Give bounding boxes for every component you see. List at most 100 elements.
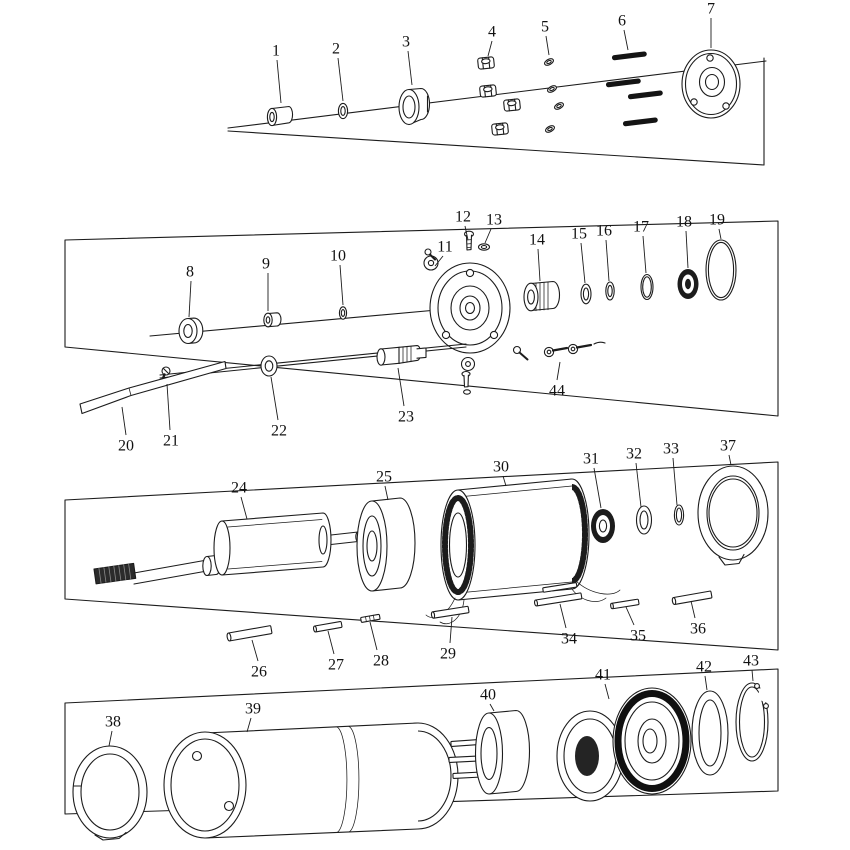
part-label-25: 25 <box>376 469 392 486</box>
section-boundary <box>64 461 779 651</box>
part-26-pin <box>226 625 273 642</box>
leader-line-10 <box>339 264 344 306</box>
part-label-32: 32 <box>626 446 642 463</box>
leader-line-12 <box>464 225 469 241</box>
part-label-41: 41 <box>595 667 611 684</box>
part-label-14: 14 <box>529 232 545 249</box>
leader-line-17 <box>642 235 647 274</box>
leader-line-13 <box>484 228 492 244</box>
section-boundary <box>64 220 779 417</box>
part-6-studs <box>605 50 664 128</box>
part-label-11: 11 <box>437 239 452 256</box>
part-label-19: 19 <box>709 212 725 229</box>
part-label-4: 4 <box>488 24 496 41</box>
leader-line-6 <box>623 29 629 51</box>
leader-line-32 <box>635 462 642 508</box>
leader-line-2 <box>337 57 344 102</box>
leader-line-34 <box>559 603 567 629</box>
leader-line-44 <box>556 361 561 381</box>
part-31-bearing <box>591 509 615 543</box>
leader-line-18 <box>685 230 689 269</box>
leader-line-37 <box>728 454 732 466</box>
section-boundary <box>227 130 765 166</box>
fastener-detail <box>424 248 529 395</box>
part-18-bearing <box>677 269 699 299</box>
part-label-8: 8 <box>186 264 194 281</box>
part-35-pin <box>610 598 640 610</box>
leader-line-5 <box>545 35 550 56</box>
part-24-rotor <box>93 512 361 585</box>
part-label-34: 34 <box>561 631 577 648</box>
part-20-wrench <box>79 360 227 415</box>
part-32-washer <box>635 505 653 535</box>
leader-line-29 <box>449 616 453 644</box>
leader-line-27 <box>327 630 335 655</box>
part-label-28: 28 <box>373 653 389 670</box>
leader-line-15 <box>580 242 586 284</box>
part-label-17: 17 <box>633 219 649 236</box>
part-label-40: 40 <box>480 687 496 704</box>
leader-line-31 <box>593 467 602 509</box>
part-11-pump-head-body <box>423 255 511 372</box>
part-1-plug <box>266 105 294 127</box>
part-7-flange <box>681 49 741 119</box>
part-label-37: 37 <box>720 438 736 455</box>
leader-line-22 <box>270 376 279 421</box>
part-label-24: 24 <box>231 480 247 497</box>
part-label-6: 6 <box>618 13 626 30</box>
part-label-44: 44 <box>549 383 565 400</box>
part-19-o-ring <box>705 239 737 301</box>
part-label-5: 5 <box>541 19 549 36</box>
part-label-29: 29 <box>440 646 456 663</box>
leader-line-41 <box>604 683 610 700</box>
part-42-seal-ring <box>691 690 729 776</box>
leader-line-1 <box>276 59 282 104</box>
leader-line-36 <box>690 600 696 619</box>
part-36-pin <box>671 590 713 606</box>
leader-line-20 <box>121 406 127 436</box>
section-motor <box>64 461 779 651</box>
axis-line <box>227 60 767 129</box>
leader-line-38 <box>108 730 113 747</box>
part-33-ring <box>673 504 685 526</box>
leader-line-30 <box>502 475 507 487</box>
part-13-washer <box>477 243 491 251</box>
leader-line-4 <box>487 40 493 57</box>
part-23-valve-spool <box>376 345 427 366</box>
leader-line-16 <box>605 239 610 282</box>
part-label-26: 26 <box>251 664 267 681</box>
leader-line-42 <box>704 675 708 691</box>
part-14-mechanical-seal <box>523 280 561 312</box>
part-17-retaining-ring <box>640 273 654 301</box>
part-29-pin <box>430 605 470 619</box>
part-3-cap <box>398 87 431 126</box>
part-28-set-screw <box>360 613 381 623</box>
section-pump-head <box>64 220 779 417</box>
leader-line-23 <box>397 367 405 407</box>
part-label-10: 10 <box>330 248 346 265</box>
part-37-end-bracket <box>697 465 769 566</box>
part-38-end-cap <box>72 745 148 841</box>
part-label-18: 18 <box>676 214 692 231</box>
part-label-39: 39 <box>245 701 261 718</box>
part-27-pin <box>312 620 343 633</box>
part-5-washers <box>542 56 566 135</box>
leader-line-28 <box>369 621 378 651</box>
leader-line-33 <box>672 457 678 506</box>
part-label-9: 9 <box>262 256 270 273</box>
leader-line-21 <box>166 383 171 431</box>
part-label-33: 33 <box>663 441 679 458</box>
part-30-stator <box>425 478 621 624</box>
section-top-fasteners <box>227 49 767 166</box>
leader-line-26 <box>251 639 259 662</box>
part-22-grommet <box>260 355 278 377</box>
part-label-1: 1 <box>272 43 280 60</box>
part-41-bearing-cap <box>556 687 692 802</box>
part-15-ring <box>580 283 592 305</box>
section-boundary <box>64 668 779 815</box>
part-label-2: 2 <box>332 41 340 58</box>
part-label-35: 35 <box>630 628 646 645</box>
